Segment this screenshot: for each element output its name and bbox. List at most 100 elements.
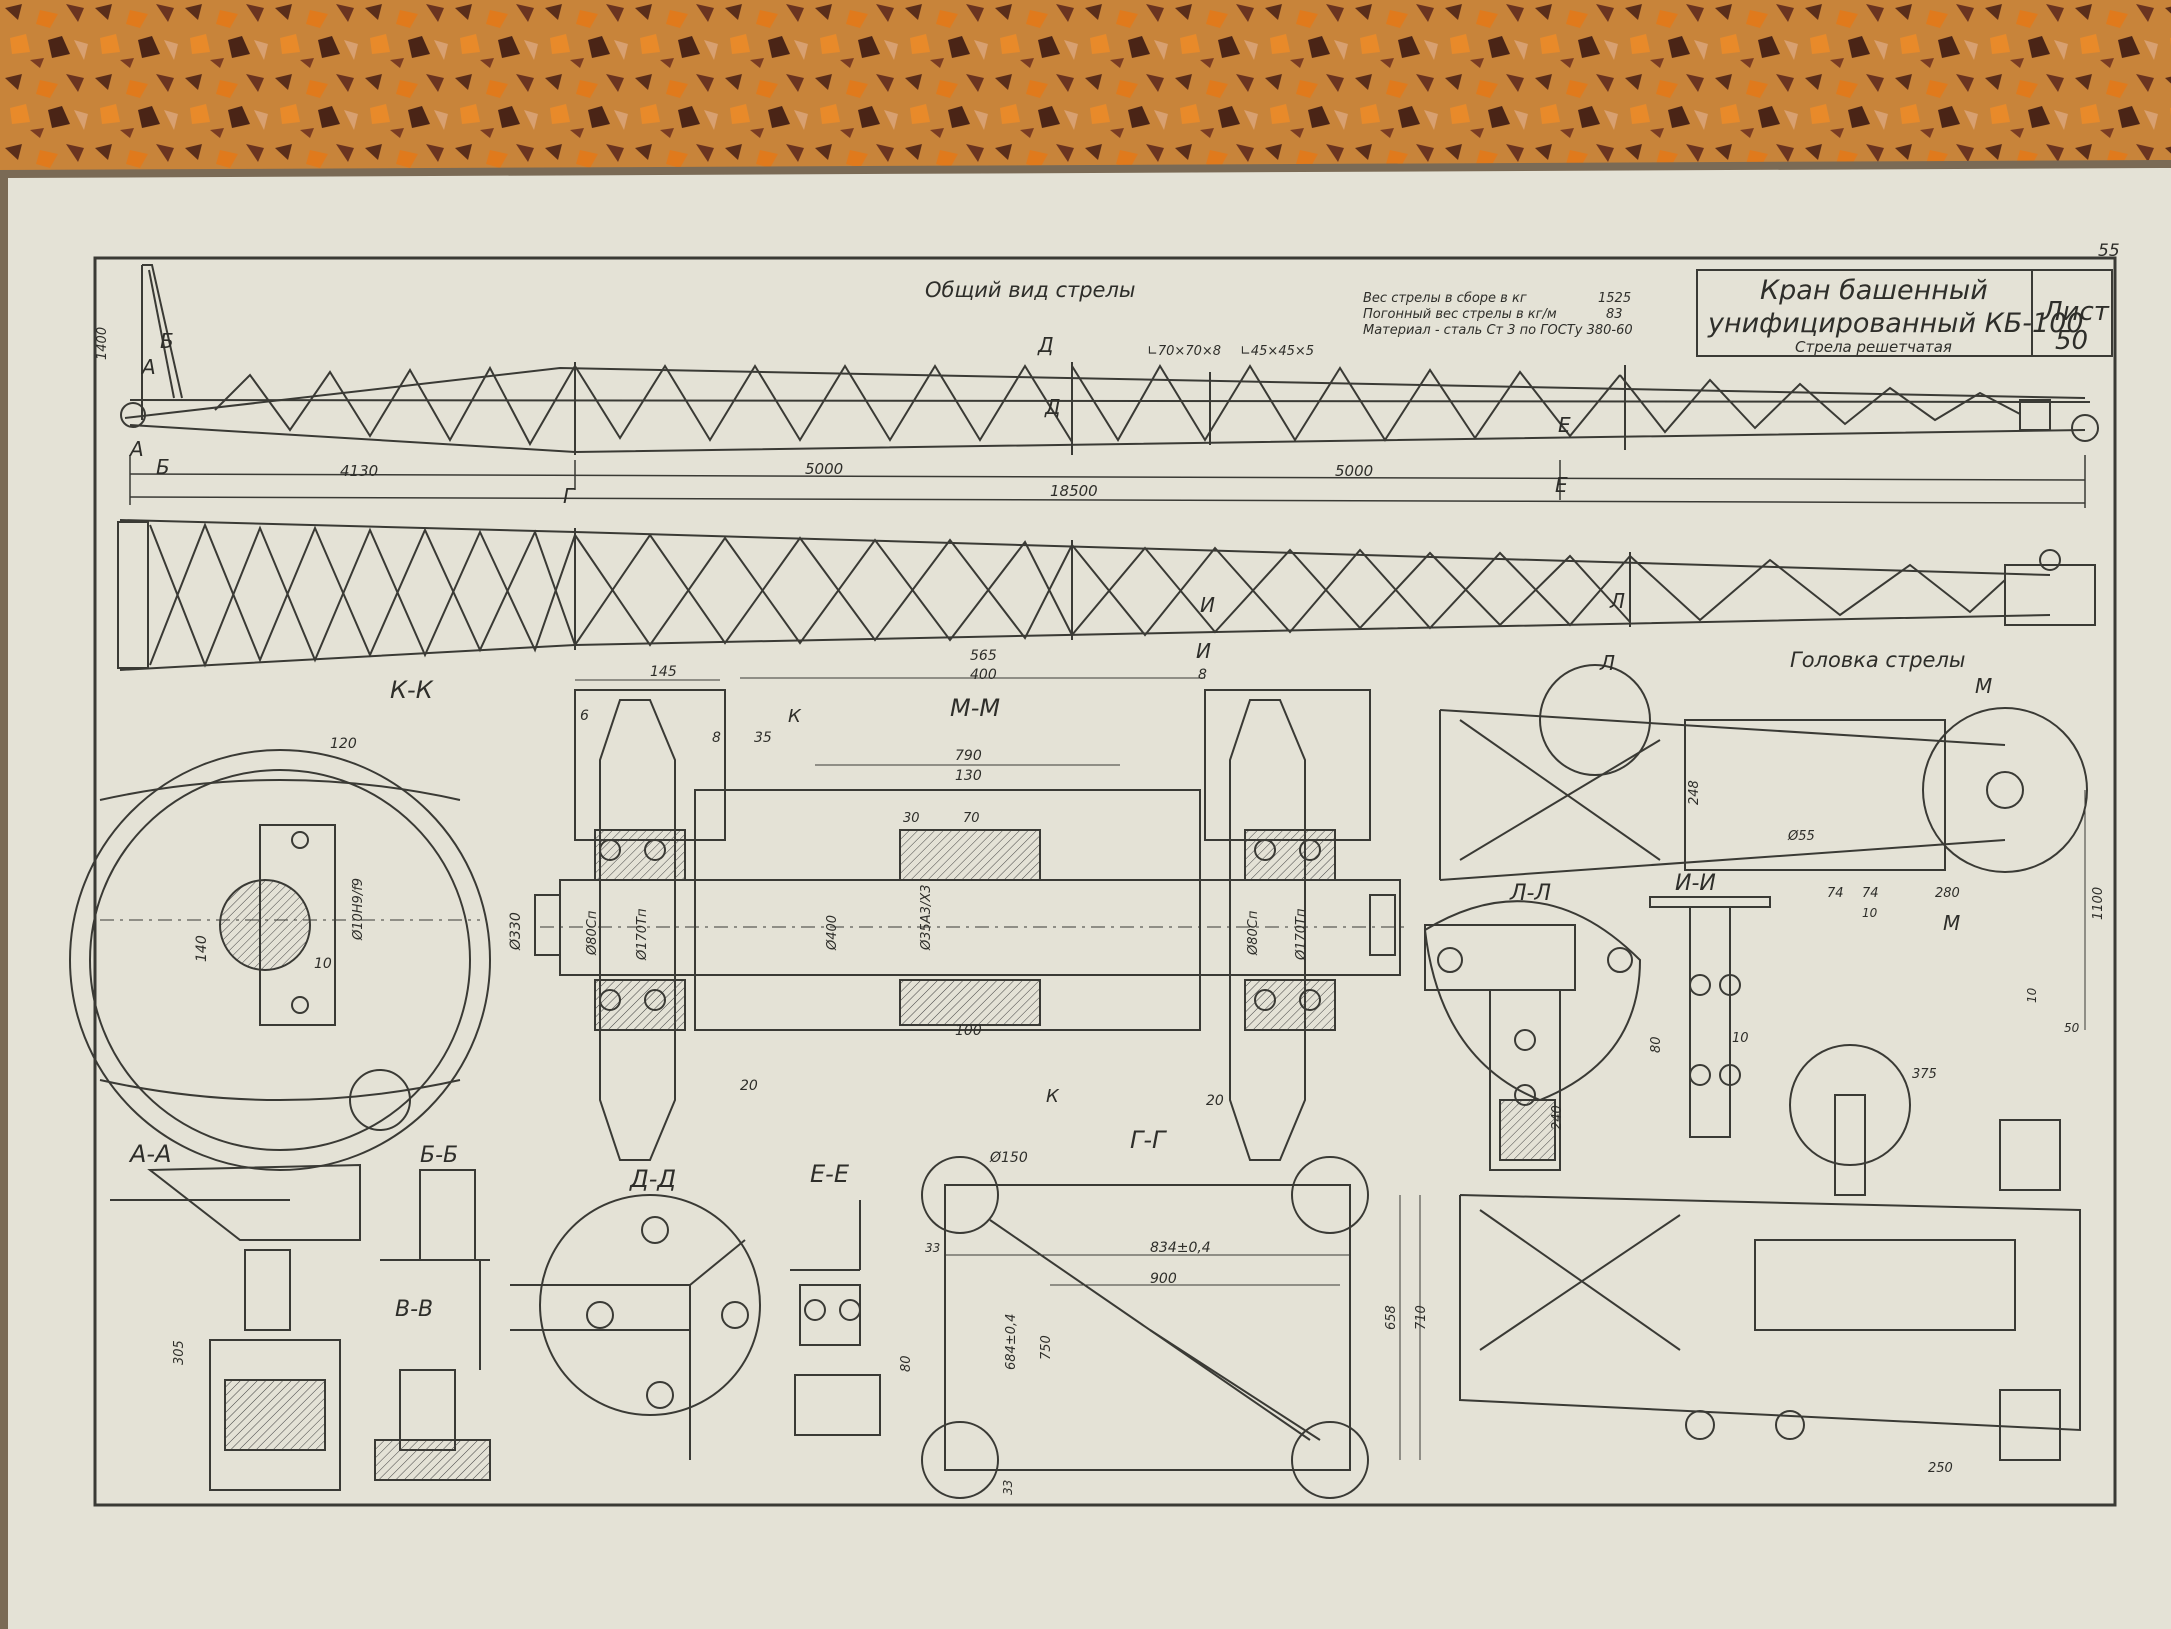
note-2-value: 83 [1606,307,1623,322]
profile-callout-1: ∟70×70×8 [1147,344,1221,359]
mm-dim-d400: Ø400 [825,915,840,951]
mark-d: Д [1044,395,1061,419]
mark-k-bottom: К [1046,1086,1060,1107]
paper-sheet [8,168,2171,1629]
gg-dim-d150: Ø150 [989,1150,1028,1166]
kk-dim-d330: Ø330 [508,912,524,951]
mark-i: И [1200,593,1215,617]
mm-dim-20-left: 20 [740,1078,758,1094]
ii-dim-10: 10 [1732,1031,1749,1046]
section-dd-title: Д-Д [629,1165,676,1193]
mm-dim-20-right: 20 [1206,1093,1224,1109]
gg-dim-33-bottom: 33 [1001,1480,1015,1495]
mark-g: Г [563,484,576,508]
boom-plan-view [117,519,2096,671]
section-ll-title: Л-Л [1509,881,1551,906]
mark-l-bottom: Л [1599,651,1615,675]
note-1-text: Вес стрелы в сборе в кг [1363,291,1527,306]
mm-dim-d35: Ø35А3/Х3 [919,885,934,952]
mark-m-bottom: М [1943,911,1960,935]
gg-dim-900: 900 [1150,1271,1177,1287]
section-gg-title: Г-Г [1130,1126,1167,1154]
mark-m: М [1975,674,1992,698]
mark-l: Л [1609,589,1625,613]
section-ii [1649,896,1771,1138]
note-1-value: 1525 [1598,291,1631,306]
mark-e: Е [1558,413,1571,437]
mm-dim-d170: Ø170Тп [635,908,650,961]
ii-dim-80: 80 [1649,1036,1664,1053]
title-subtitle: Стрела решетчатая [1795,338,1952,356]
mm-dim-400: 400 [970,667,997,683]
title-line-2: унифицированный КБ-100 [1707,308,2084,339]
general-view-title: Общий вид стрелы [925,278,1135,302]
section-dd [510,1194,761,1460]
mm-dim-100: 100 [955,1023,982,1039]
section-gg [921,1156,1421,1499]
mm-dim-130: 130 [955,768,982,784]
head-dim-74-a: 74 [1827,886,1844,901]
gg-dim-834: 834±0,4 [1150,1240,1211,1256]
head-dim-248: 248 [1687,780,1702,805]
mm-dim-35: 35 [754,730,772,746]
dim-5000-left: 5000 [805,460,843,478]
boom-side-view [120,264,2099,455]
mark-b-bottom: Б [156,455,170,479]
mm-dim-70: 70 [963,811,980,826]
gg-dim-33-top: 33 [925,1241,940,1255]
head-dim-10: 10 [1862,906,1878,920]
kk-dim-120: 120 [330,736,357,752]
head-title: Головка стрелы [1790,648,1965,672]
head-dim-50: 50 [2064,1021,2080,1035]
section-aa-title: А-А [128,1140,172,1168]
profile-callout-2: ∟45×45×5 [1240,344,1314,359]
boom-dimension-lines [129,455,2086,508]
page-number: 55 [2098,241,2120,261]
mm-dim-d80-right: Ø80Сп [1246,910,1261,956]
drawing-frame [93,256,2117,1507]
plan-dim-375: 375 [1912,1067,1937,1082]
head-dim-74-b: 74 [1862,886,1879,901]
title-block [1696,269,2113,357]
mm-dim-565: 565 [970,648,997,664]
section-aa [110,1163,361,1491]
mark-k-top: К [788,706,802,727]
ee-dim-80: 80 [899,1355,914,1372]
mark-e-bottom: Е [1555,473,1568,497]
aa-dim-305: 305 [172,1340,187,1365]
mm-dim-d80: Ø80Сп [585,910,600,956]
sheet-number: 50 [2055,326,2088,356]
mm-dim-790: 790 [955,748,982,764]
section-vv-title: В-В [395,1297,433,1322]
title-line-1: Кран башенный [1760,275,1988,306]
gg-dim-750: 750 [1039,1335,1054,1360]
head-dim-280: 280 [1935,886,1960,901]
ll-dim-240: 240 [1550,1105,1565,1130]
section-ii-title: И-И [1675,871,1716,896]
gg-dim-658: 658 [1384,1305,1399,1330]
mark-d-top: Д [1037,333,1054,357]
plan-dim-250: 250 [1928,1461,1953,1476]
kk-dim-d10: Ø10Н9/f9 [351,878,366,941]
head-plan [1459,1044,2081,1461]
mm-dim-145: 145 [650,664,677,680]
section-ll [1423,900,1642,1171]
section-ee [790,1200,881,1436]
kk-dim-10: 10 [314,956,332,972]
mark-a-top: А [140,355,156,379]
note-3-text: Материал - сталь Ст 3 по ГОСТу 380-60 [1363,323,1633,338]
dim-18500: 18500 [1050,482,1098,500]
dim-4130: 4130 [340,462,378,480]
mm-dim-8-left: 8 [712,730,721,746]
section-kk-title: К-К [390,676,434,704]
gg-dim-710: 710 [1414,1305,1429,1330]
gg-dim-684: 684±0,4 [1004,1314,1019,1370]
kk-dim-140: 140 [194,935,210,962]
section-vv [374,1369,491,1481]
head-elevation [1439,664,2088,1030]
section-mm-title: М-М [950,694,1000,722]
mark-i-bottom: И [1196,639,1211,663]
head-dim-1100: 1100 [2091,887,2106,920]
section-kk [69,749,491,1171]
dim-1400: 1400 [95,327,110,360]
